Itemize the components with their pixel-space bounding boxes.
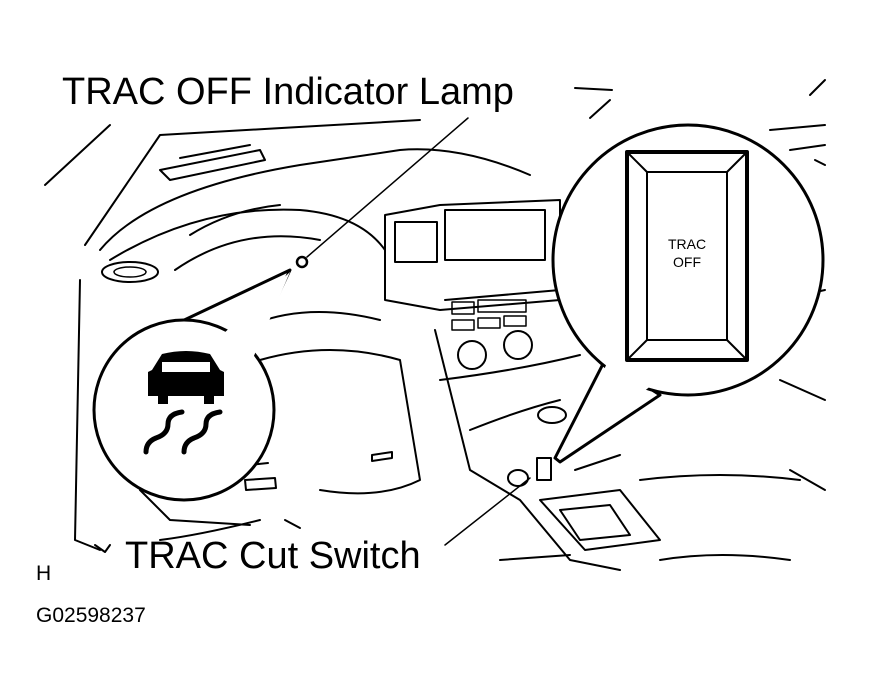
cut-switch-leader-line — [444, 477, 531, 546]
trac-off-switch: TRAC OFF — [625, 150, 749, 362]
dashboard-line-art — [44, 79, 826, 571]
switch-face-line2: OFF — [673, 254, 701, 270]
section-mark: H — [36, 562, 51, 585]
switch-face-line1: TRAC — [668, 236, 706, 252]
cut-switch-label: TRAC Cut Switch — [125, 535, 421, 577]
indicator-lamp-label: TRAC OFF Indicator Lamp — [62, 71, 514, 113]
traction-slip-icon — [143, 351, 224, 455]
indicator-lamp-callout — [92, 268, 292, 502]
figure-code: G02598237 — [36, 604, 146, 627]
cut-switch-callout — [551, 123, 825, 464]
indicator-lamp-marker — [295, 117, 469, 269]
